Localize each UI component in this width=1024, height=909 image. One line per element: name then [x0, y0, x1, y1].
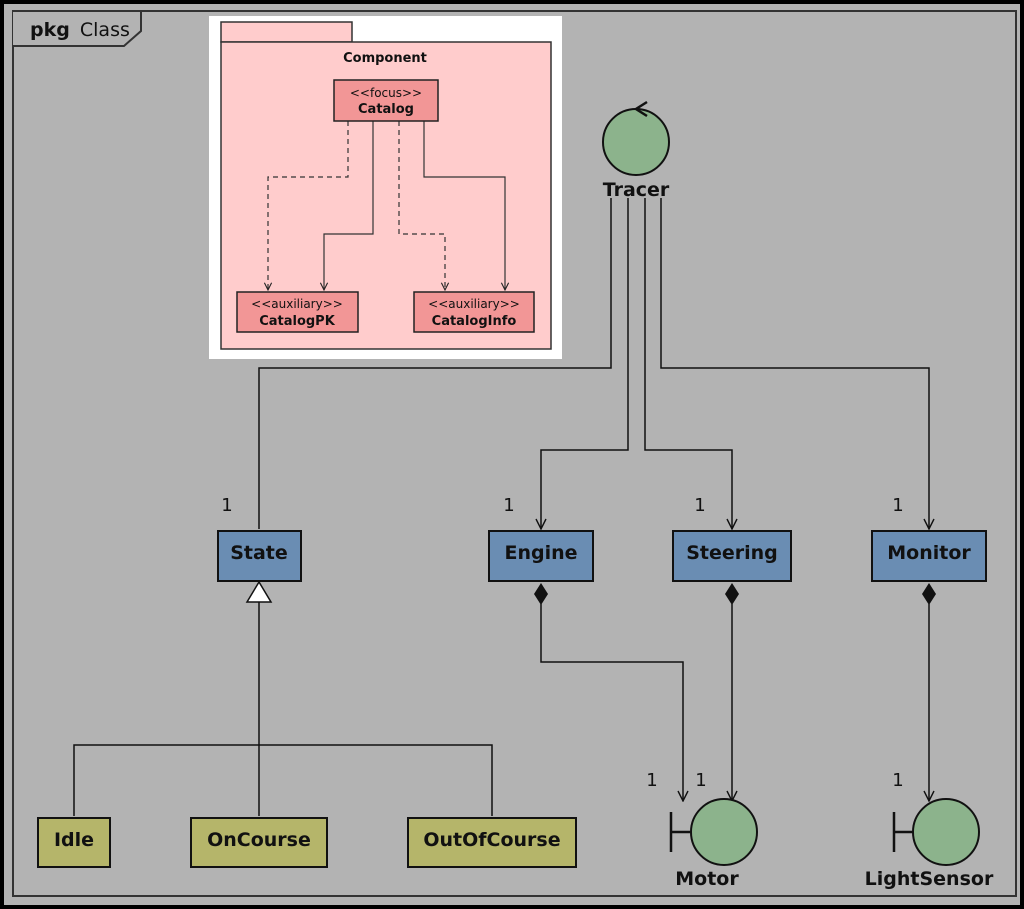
monitor-multiplicity: 1: [892, 495, 903, 516]
frame-kind: pkg: [30, 19, 70, 41]
lightsensor-label: LightSensor: [865, 868, 994, 890]
steering-class[interactable]: Steering: [672, 530, 792, 582]
frame-tab: pkg Class: [13, 10, 142, 47]
engine-class[interactable]: Engine: [488, 530, 594, 582]
oncourse-class[interactable]: OnCourse: [190, 817, 328, 868]
motor-boundary-icon: [669, 798, 758, 866]
connectors: [73, 198, 929, 816]
catalog-to-catalogpk-association: [324, 121, 374, 290]
catalog-class[interactable]: <<focus>> Catalog: [333, 79, 439, 122]
catalogpk-class[interactable]: <<auxiliary>> CatalogPK: [236, 291, 359, 333]
catalog-stereotype: <<focus>>: [350, 86, 422, 100]
motor-boundary[interactable]: Motor: [669, 798, 758, 890]
engine-class-name: Engine: [504, 542, 577, 564]
cataloginfo-stereotype: <<auxiliary>>: [428, 297, 520, 311]
motor-label: Motor: [675, 868, 739, 890]
monitor-class[interactable]: Monitor: [871, 530, 987, 582]
motor-steering-multiplicity: 1: [695, 770, 706, 791]
catalogpk-stereotype: <<auxiliary>>: [251, 297, 343, 311]
motor-engine-multiplicity: 1: [646, 770, 657, 791]
generalization-arrowhead: [245, 580, 273, 603]
steering-multiplicity: 1: [694, 495, 705, 516]
tracer-label: Tracer: [603, 179, 670, 201]
tracer-to-monitor-association: [660, 198, 929, 529]
steering-class-name: Steering: [686, 542, 778, 564]
outofcourse-class[interactable]: OutOfCourse: [407, 817, 577, 868]
steering-composition-diamond: [725, 583, 739, 605]
monitor-class-name: Monitor: [887, 542, 971, 564]
frame-name: Class: [80, 19, 130, 41]
frame-border: [12, 10, 1017, 897]
package-tab: [220, 21, 353, 43]
svg-text:pkg Class: pkg Class: [30, 19, 130, 41]
cataloginfo-class[interactable]: <<auxiliary>> CatalogInfo: [413, 291, 535, 333]
idle-class[interactable]: Idle: [37, 817, 111, 868]
cataloginfo-name: CatalogInfo: [432, 314, 517, 329]
tracer-to-engine-association: [541, 198, 629, 529]
oncourse-class-name: OnCourse: [207, 829, 311, 851]
lightsensor-multiplicity: 1: [892, 770, 903, 791]
catalog-to-catalogpk-dependency: [268, 121, 349, 290]
generalization-branches: [73, 744, 493, 816]
package-label: Component: [343, 51, 427, 66]
lightsensor-boundary[interactable]: LightSensor: [865, 798, 994, 890]
outofcourse-class-name: OutOfCourse: [423, 829, 560, 851]
lightsensor-boundary-icon: [892, 798, 980, 866]
state-class[interactable]: State: [217, 530, 302, 582]
idle-class-name: Idle: [54, 829, 94, 851]
tracer-control-arrow: [633, 100, 648, 118]
tracer-to-steering-association: [644, 198, 732, 529]
engine-composition-diamond: [534, 583, 548, 605]
state-class-name: State: [230, 542, 288, 564]
tracer-to-state-association: [258, 198, 612, 529]
engine-multiplicity: 1: [503, 495, 514, 516]
catalog-to-cataloginfo-dependency: [398, 121, 445, 290]
monitor-composition-diamond: [922, 583, 936, 605]
catalog-to-cataloginfo-association: [423, 121, 505, 290]
component-inset: Component <<focus>> Catalog <<auxiliary>…: [209, 16, 562, 359]
catalogpk-name: CatalogPK: [259, 314, 336, 329]
catalog-name: Catalog: [358, 102, 414, 117]
state-multiplicity: 1: [221, 495, 232, 516]
engine-to-motor-composition: [540, 604, 683, 801]
tracer-control-icon: [602, 108, 670, 176]
tracer-control[interactable]: Tracer: [602, 100, 670, 201]
